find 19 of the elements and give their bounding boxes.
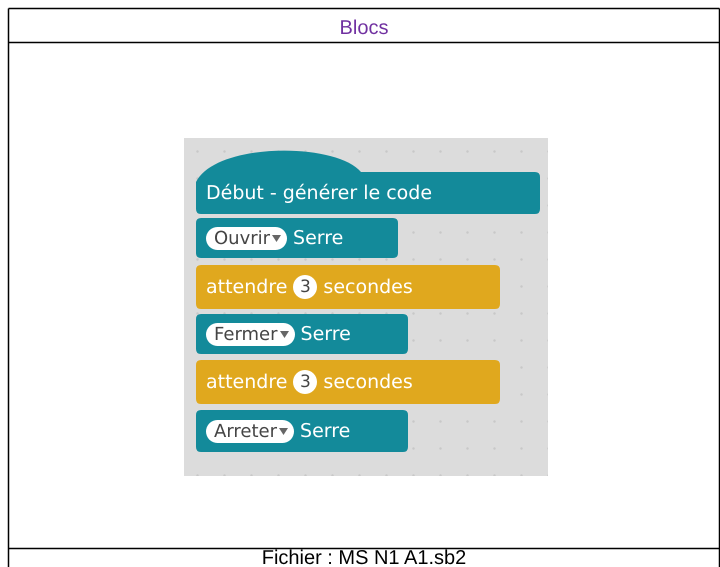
block-text: Début - générer le code <box>206 182 432 204</box>
file-name-caption: Fichier : MS N1 A1.sb2 <box>262 546 466 567</box>
command-block <box>196 314 408 354</box>
block-text: attendre <box>206 276 288 298</box>
table-header: Blocs <box>340 16 388 40</box>
wait-block <box>196 360 500 404</box>
block-text: Serre <box>300 323 351 345</box>
dropdown-value: Arreter <box>214 420 278 442</box>
command-block <box>196 410 408 452</box>
wait-block <box>196 265 500 309</box>
block-text: Serre <box>300 420 350 442</box>
block-text: secondes <box>323 276 413 298</box>
block-text: attendre <box>206 371 288 393</box>
start-block <box>196 148 540 214</box>
block-text: Serre <box>293 227 344 249</box>
block-text: secondes <box>323 371 413 393</box>
dropdown-value: Fermer <box>214 324 278 344</box>
dropdown-value: Ouvrir <box>214 228 270 248</box>
command-block <box>196 218 398 258</box>
